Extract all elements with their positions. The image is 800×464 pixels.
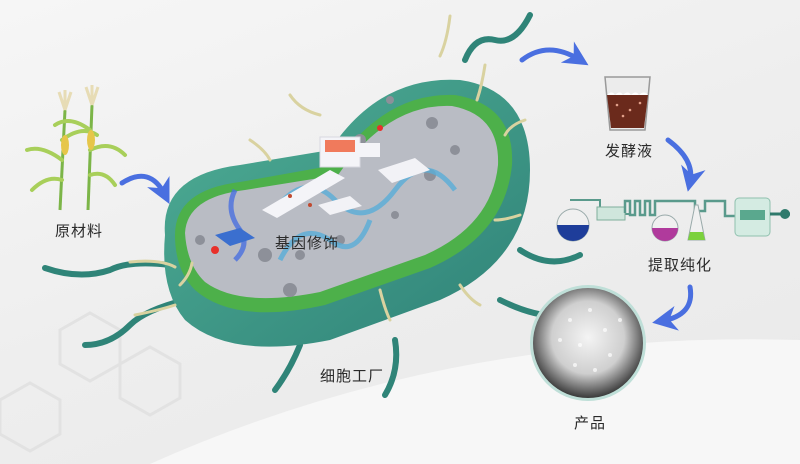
corn-plant-icon [25,85,127,211]
label-raw-material: 原材料 [55,222,104,240]
flagella [42,12,583,398]
arrow-extraction-to-product [652,284,694,331]
label-cell-factory: 细胞工厂 [320,367,385,385]
background-swoosh [150,339,800,464]
arrow-broth-to-extraction [665,137,706,192]
label-extraction-purification: 提取纯化 [648,256,713,274]
arrow-raw-to-cell [119,173,170,204]
label-fermentation-broth: 发酵液 [605,142,654,160]
label-gene-modification: 基因修饰 [275,234,340,252]
gene-lab-icon [211,125,430,254]
beaker-icon [604,76,651,131]
arrow-cell-to-broth [519,41,589,66]
label-product: 产品 [574,414,607,432]
crystal-granules-icon [530,285,646,401]
bacterium-cell-icon [164,79,530,347]
pili [128,14,527,322]
background-molecule-pattern [0,311,182,453]
lab-apparatus-icon [556,197,790,242]
flow-arrows [119,41,706,331]
